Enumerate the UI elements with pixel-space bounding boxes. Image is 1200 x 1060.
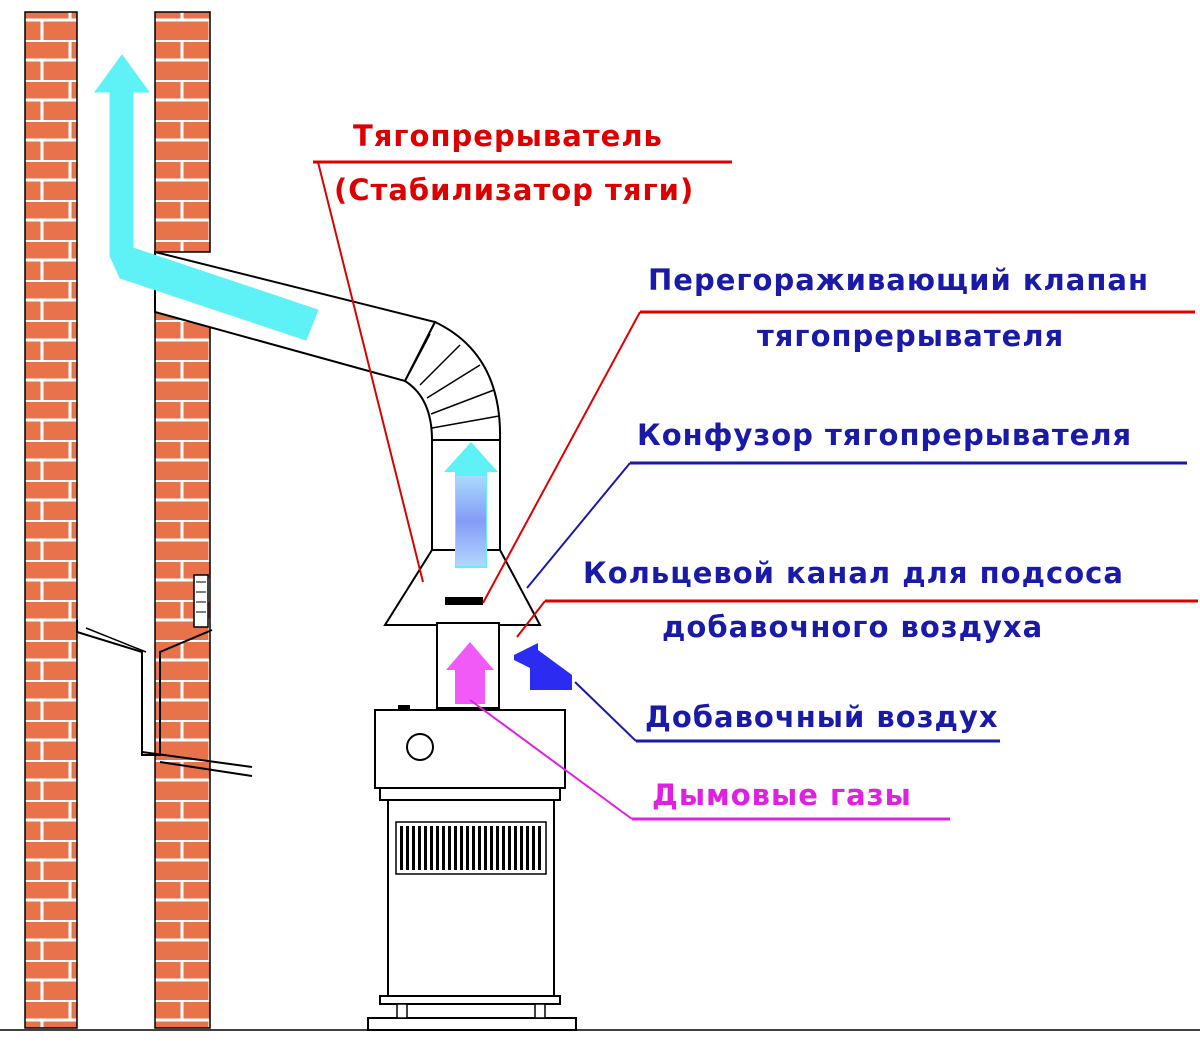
boiler-base — [379, 995, 561, 1005]
additional-air-arrow — [514, 643, 572, 690]
chimney-left-wall — [24, 11, 78, 1029]
vent-slat — [436, 826, 439, 870]
vent-slat — [406, 826, 409, 870]
leader-lines — [313, 160, 1198, 821]
baffle-valve-label-line1: Перегораживающий клапан — [648, 263, 1149, 297]
cleanout-hatch — [193, 574, 209, 628]
vent-slat — [442, 826, 445, 870]
boiler-top-knob — [398, 705, 410, 711]
chimney-right-wall-lower — [154, 304, 211, 1029]
vent-slat — [502, 826, 505, 870]
confuser-leader — [526, 462, 631, 589]
labels: Тягопрерыватель (Стабилизатор тяги) Пере… — [334, 119, 1149, 812]
confuser-label: Конфузор тягопрерывателя — [637, 418, 1132, 452]
vent-slat — [412, 826, 415, 870]
vent-slat — [472, 826, 475, 870]
vent-slat — [466, 826, 469, 870]
additional-air-leader — [574, 681, 637, 742]
draft-stabilizer-label: (Стабилизатор тяги) — [334, 173, 694, 207]
hot-gas-plume — [456, 476, 486, 566]
vent-slat — [490, 826, 493, 870]
condensate-funnel-inner — [85, 627, 147, 653]
vent-slat — [430, 826, 433, 870]
condensate-funnel — [76, 620, 213, 756]
vent-slat — [514, 826, 517, 870]
drain-pipe-bottom — [159, 761, 253, 777]
vent-slat — [400, 826, 403, 870]
draft-breaker-label: Тягопрерыватель — [353, 119, 663, 153]
boiler-vent-grille — [395, 821, 547, 875]
additional-air-label: Добавочный воздух — [645, 700, 999, 734]
baffle-valve-label-line2: тягопрерывателя — [757, 319, 1064, 353]
flue-gas-leader — [469, 699, 633, 820]
vent-slat — [526, 826, 529, 870]
vent-slat — [532, 826, 535, 870]
annular-channel-label-line1: Кольцевой канал для подсоса — [583, 556, 1124, 590]
boiler-plinth — [367, 1017, 577, 1031]
drain-pipe-top — [141, 751, 253, 768]
baffle-valve-leader — [482, 311, 641, 604]
flue-gas-arrow — [446, 642, 494, 704]
vent-slat — [454, 826, 457, 870]
boiler-foot-left — [396, 1003, 408, 1019]
vent-slat — [460, 826, 463, 870]
annular-channel-leader — [516, 600, 546, 638]
baffle-valve — [445, 597, 483, 605]
vent-slat — [538, 826, 541, 870]
vent-slat — [484, 826, 487, 870]
chimney-right-wall-upper — [154, 11, 211, 253]
boiler-foot-right — [534, 1003, 546, 1019]
boiler-gauge — [406, 733, 434, 761]
vent-slat — [478, 826, 481, 870]
flue-gas-label: Дымовые газы — [652, 778, 912, 812]
boiler — [367, 705, 577, 1031]
flow-arrows — [94, 54, 572, 704]
vent-slat — [418, 826, 421, 870]
exhaust-flow-arrow — [94, 54, 319, 341]
vent-slat — [508, 826, 511, 870]
vent-slat — [448, 826, 451, 870]
boiler-shoulder — [379, 787, 561, 801]
draft-breaker-leader — [317, 161, 424, 583]
vent-slat — [520, 826, 523, 870]
annular-channel-label-line2: добавочного воздуха — [662, 610, 1043, 644]
vent-slat — [424, 826, 427, 870]
vent-slat — [496, 826, 499, 870]
chimney — [0, 11, 1200, 1031]
